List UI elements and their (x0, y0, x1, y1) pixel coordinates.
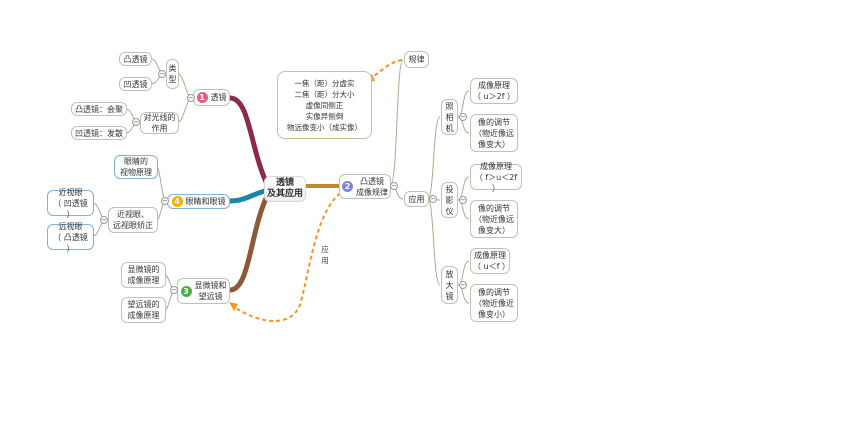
branch-lens-line (227, 95, 271, 189)
lens-label: 透镜 (210, 93, 227, 102)
myopia-node[interactable]: 近视眼 （ 凹透镜 ） (47, 188, 94, 219)
toggle-magnifier[interactable]: − (459, 281, 467, 289)
toggle-lens-types[interactable]: − (158, 70, 166, 78)
badge-3: 3 (180, 285, 192, 297)
concave-diverge-node[interactable]: 凹透镜：发散 (71, 126, 127, 140)
center-topic[interactable]: 透镜 及其应用 (264, 176, 306, 202)
eye-label: 眼睛和眼镜 (185, 197, 226, 206)
toggle-light-effect[interactable]: − (132, 118, 140, 126)
dashed-arrow-application (232, 192, 341, 322)
concave-lens-node[interactable]: 凹透镜 (119, 77, 152, 91)
projector-adjust-node[interactable]: 像的调节 （物近像远 像变大） (470, 200, 518, 238)
magnifier-node[interactable]: 放 大 镜 (441, 266, 458, 304)
rules-text-node[interactable]: 一焦（距）分虚实 二焦（距）分大小 虚像同侧正 实像异侧倒 物远像变小（成实像） (277, 71, 372, 139)
toggle-lens[interactable]: − (187, 94, 195, 102)
convex-imaging-label: 凸透镜 成像规律 (356, 176, 388, 197)
telescope-node[interactable]: 望远镜的 成像原理 (121, 297, 166, 323)
convex-converge-node[interactable]: 凸透镜：会聚 (71, 102, 127, 116)
toggle-camera[interactable]: − (459, 113, 467, 121)
toggle-vision-correction[interactable]: − (100, 216, 108, 224)
magnifier-principle-node[interactable]: 成像原理 （ u＜f ） (470, 248, 510, 274)
camera-principle-node[interactable]: 成像原理 （ u＞2f ） (470, 78, 518, 104)
branch-instruments-line (227, 191, 271, 293)
projector-principle-node[interactable]: 成像原理 （ f＞u＜2f ） (470, 162, 522, 193)
branch-eye-line (227, 187, 271, 204)
camera-adjust-node[interactable]: 像的调节 （物近像远 像变大） (470, 114, 518, 152)
convex-lens-node[interactable]: 凸透镜 (119, 52, 152, 66)
badge-1: 1 (196, 92, 208, 103)
magnifier-adjust-node[interactable]: 像的调节 （物近像近 像变小） (470, 284, 518, 322)
hyperopia-node[interactable]: 远视眼 （ 凸透镜 ） (47, 222, 94, 253)
toggle-convex-imaging[interactable]: − (390, 182, 398, 190)
arrow-head-instruments (229, 302, 238, 311)
rules-node[interactable]: 规律 (404, 51, 429, 68)
instruments-label: 显微镜和 望远镜 (194, 281, 227, 301)
badge-4: 4 (171, 196, 183, 207)
application-node[interactable]: 应用 (404, 191, 429, 207)
dashed-arrow-to-rules (369, 59, 403, 80)
lens-types-node[interactable]: 类 型 (166, 59, 179, 89)
toggle-application[interactable]: − (429, 195, 437, 203)
toggle-projector[interactable]: − (459, 196, 467, 204)
vision-correction-node[interactable]: 近视眼、 远视眼矫正 (108, 207, 158, 233)
eye-principle-node[interactable]: 眼睛的 视物原理 (114, 155, 158, 179)
light-effect-node[interactable]: 对光线的 作用 (140, 112, 179, 134)
badge-2: 2 (342, 181, 353, 192)
projector-node[interactable]: 投 影 仪 (441, 182, 458, 218)
camera-node[interactable]: 照 相 机 (441, 99, 458, 135)
toggle-instruments[interactable]: − (170, 286, 178, 294)
application-link-label: 应 用 (321, 245, 329, 265)
microscope-node[interactable]: 显微镜的 成像原理 (121, 262, 166, 288)
toggle-eye[interactable]: − (161, 197, 169, 205)
